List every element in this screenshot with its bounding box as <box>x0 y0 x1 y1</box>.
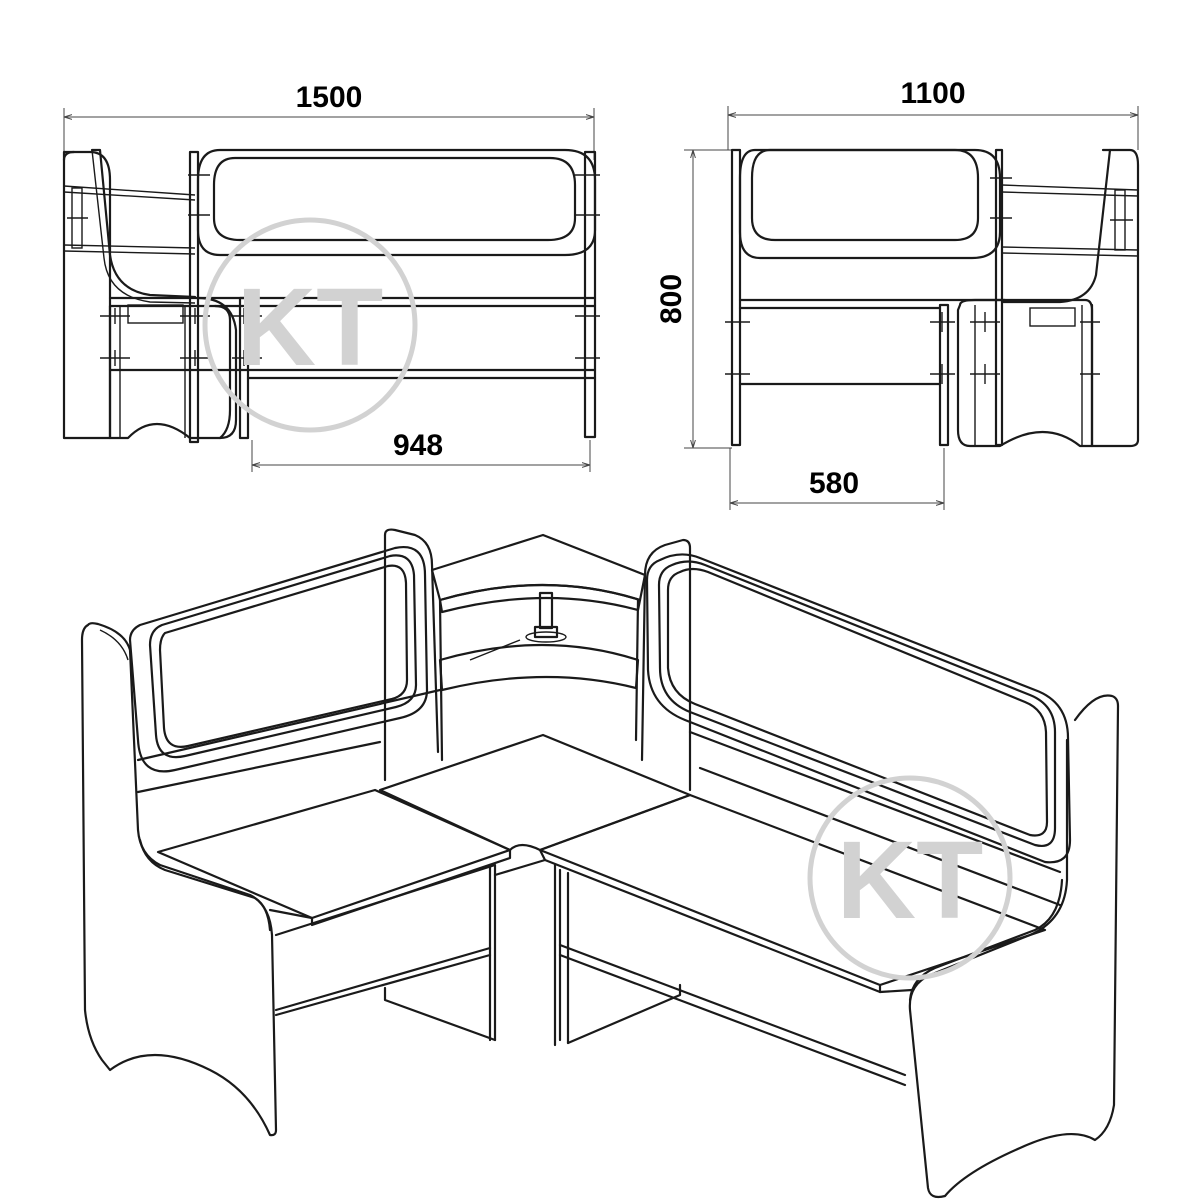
dimension-label-800: 800 <box>655 274 688 324</box>
dimension-948: 948 <box>251 429 591 472</box>
front-view: 1500 <box>62 81 600 472</box>
watermark-logo-bottom: KT <box>807 775 1013 981</box>
dimension-label-1100: 1100 <box>900 77 965 110</box>
dimension-800: 800 <box>655 149 732 449</box>
dimension-label-948: 948 <box>393 429 443 462</box>
watermark-logo-text-bottom: KT <box>837 819 984 942</box>
watermark-logo-top: KT <box>202 217 418 433</box>
isometric-view: KT <box>80 528 1120 1199</box>
dimension-label-580: 580 <box>809 467 859 500</box>
watermark-logo-text: KT <box>237 266 384 389</box>
dimension-580: 580 <box>729 448 945 510</box>
side-view: 1100 800 <box>655 77 1140 510</box>
dimension-1100: 1100 <box>727 77 1139 150</box>
dimension-label-1500: 1500 <box>296 81 363 114</box>
dimension-1500: 1500 <box>63 81 595 160</box>
